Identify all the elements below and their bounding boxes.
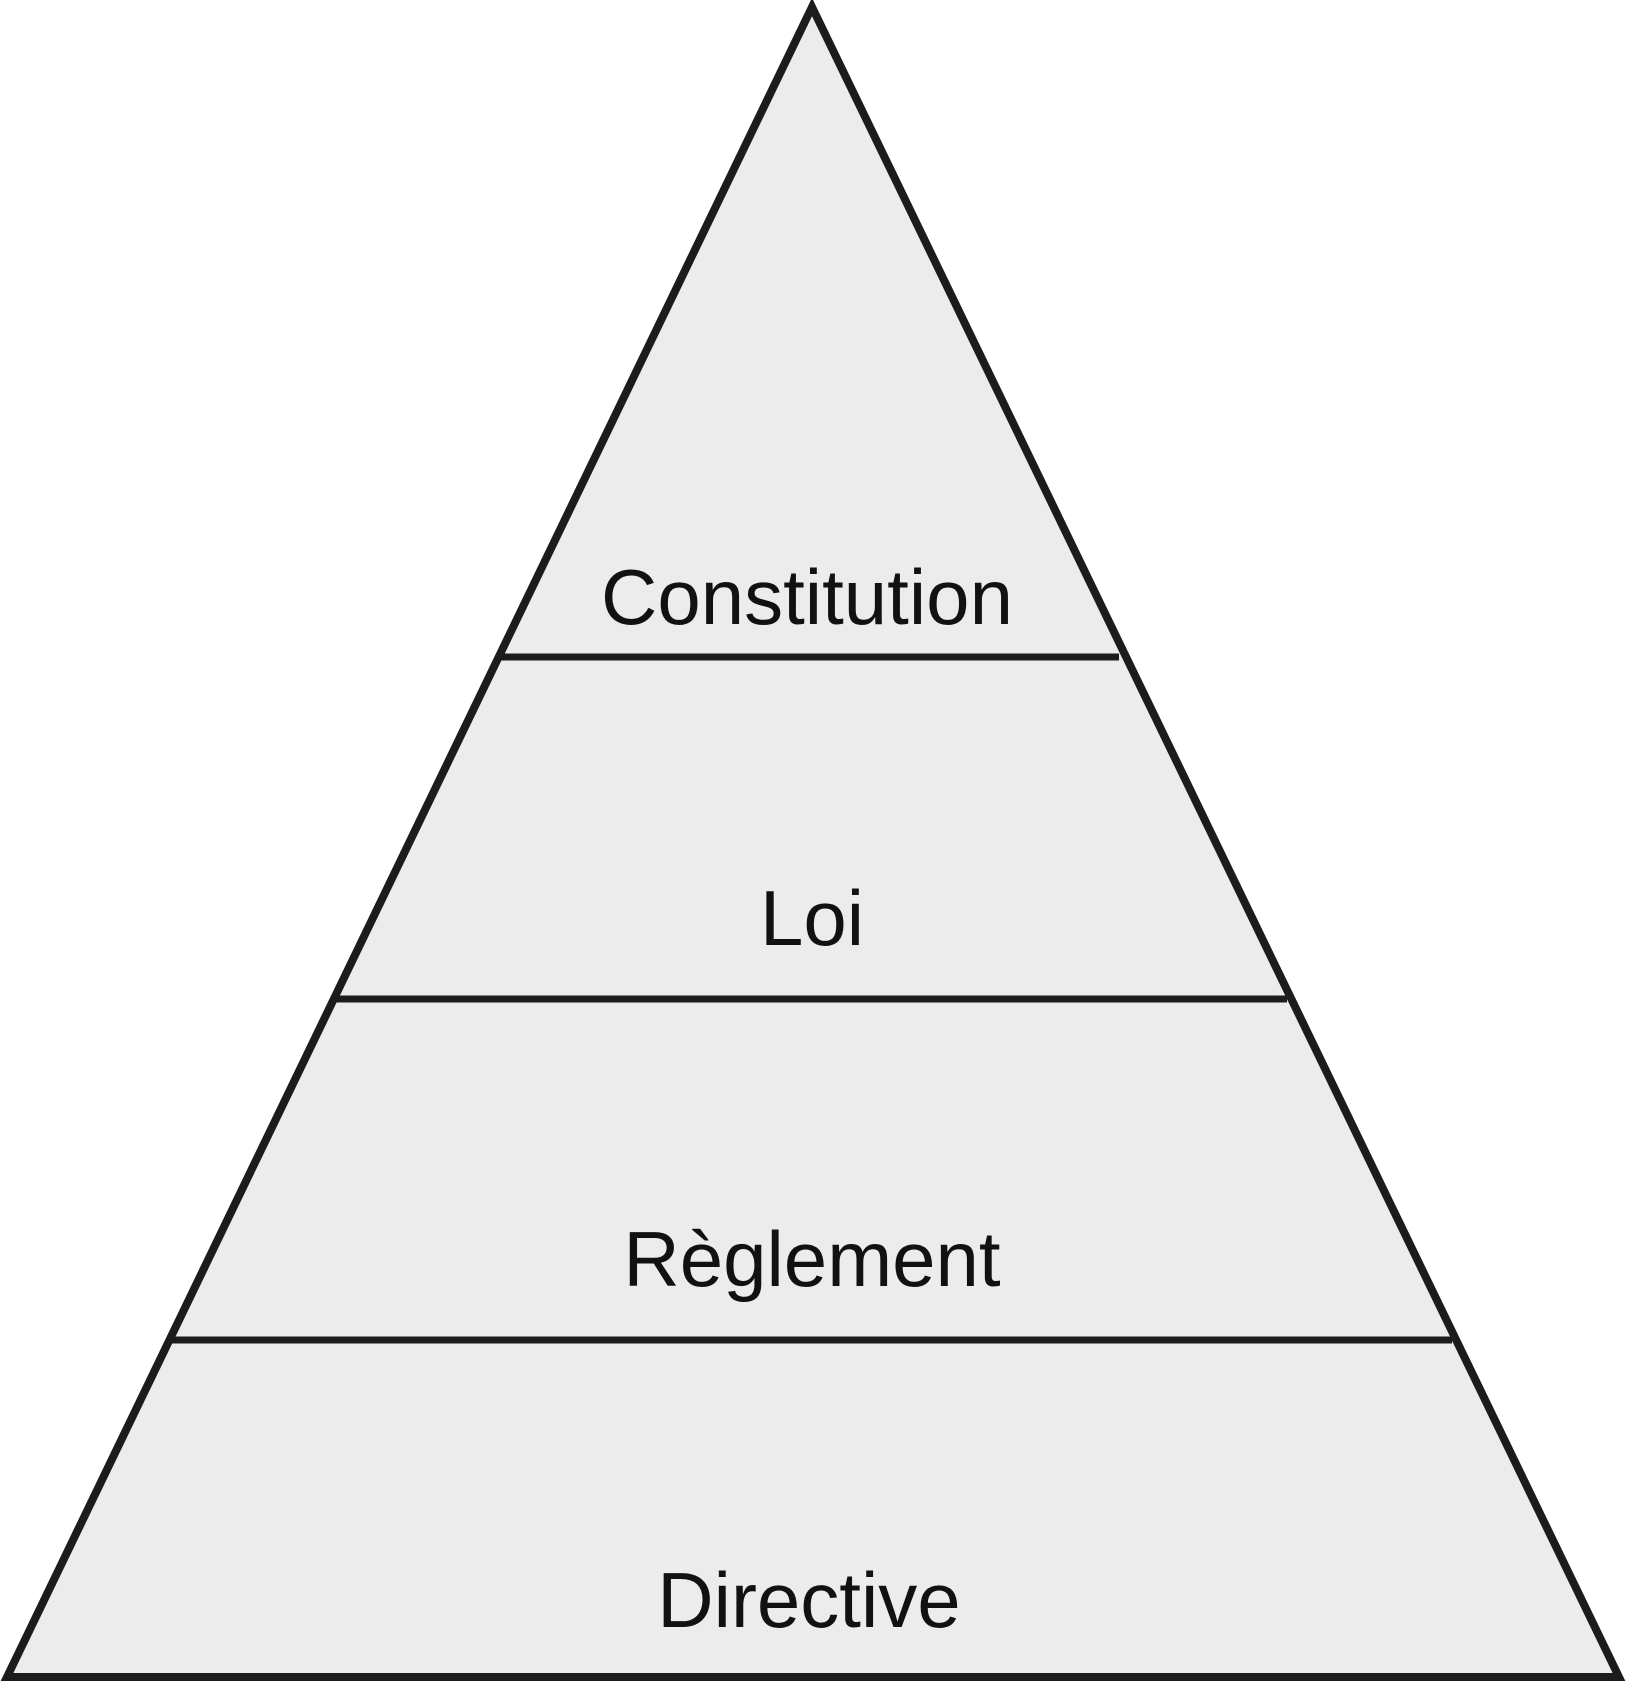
tier-label-constitution: Constitution xyxy=(601,553,1013,641)
tier-label-reglement: Règlement xyxy=(623,1215,1001,1303)
tier-label-directive: Directive xyxy=(657,1556,960,1644)
tier-label-loi: Loi xyxy=(760,874,864,962)
